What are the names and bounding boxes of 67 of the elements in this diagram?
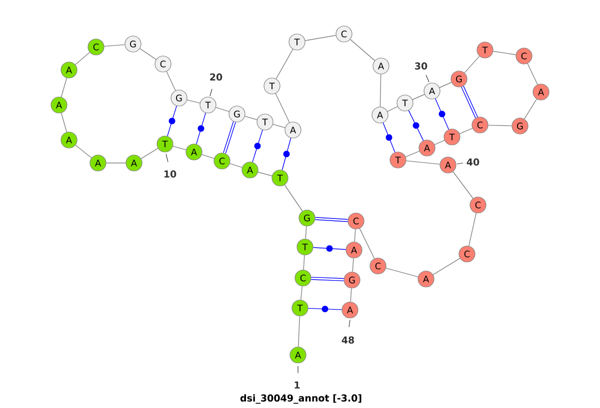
backbone-line [387, 106, 398, 112]
backbone-line [380, 74, 382, 108]
position-number: 20 [210, 73, 222, 81]
base-pair-line [312, 245, 346, 252]
backbone-line [275, 93, 290, 123]
base-pair-line [223, 121, 236, 154]
backbone-line [488, 124, 512, 126]
backbone-line [386, 268, 418, 278]
backbone-line [452, 171, 474, 199]
base-pair-line [196, 112, 206, 144]
backbone-line [258, 172, 272, 176]
backbone-line [216, 107, 230, 112]
backbone-line [527, 63, 538, 85]
backbone-line [202, 154, 214, 159]
backbone-line [459, 128, 473, 134]
base-pair-line [311, 276, 344, 282]
backbone-line [140, 148, 158, 159]
position-number: 1 [294, 382, 300, 388]
backbone-line [468, 212, 477, 246]
backbone-line [186, 100, 200, 104]
backbone-line [298, 316, 300, 348]
caption: dsi_30049_annot [-3.0] [240, 394, 362, 404]
backbone-line [60, 78, 68, 98]
backbone-line [304, 35, 336, 41]
backbone-line [60, 112, 68, 132]
base-pair-line [252, 130, 263, 162]
base-pair-line [408, 110, 424, 141]
base-pair-line [461, 86, 478, 118]
base-pair-line [308, 306, 342, 312]
backbone-line [272, 124, 286, 128]
backbone-line [140, 48, 156, 60]
backbone-line [276, 48, 294, 80]
backbone-line [172, 146, 186, 150]
backbone-line [412, 94, 425, 100]
backbone-line [350, 39, 376, 61]
backbone-line [74, 52, 90, 65]
backbone-line [350, 288, 352, 302]
backbone-line [524, 98, 537, 120]
backbone-line [104, 44, 126, 47]
base-pair-line [434, 98, 450, 130]
backbone-line [359, 228, 375, 259]
base-pair-line [282, 138, 292, 170]
backbone-line [284, 184, 303, 212]
backbone-line [305, 226, 307, 240]
position-number: 48 [342, 336, 354, 344]
position-number: 10 [164, 170, 176, 178]
backbone-line [434, 140, 445, 145]
base-pair-line [382, 122, 396, 153]
backbone-line [106, 162, 126, 164]
base-pair-line [315, 217, 348, 222]
backbone-line [166, 71, 176, 91]
backbone-line [75, 144, 92, 158]
backbone-line [464, 56, 480, 74]
backbone-line [354, 228, 356, 242]
backbone-line [300, 286, 303, 300]
base-pair-line [167, 106, 177, 136]
backbone-line [492, 50, 516, 56]
backbone-line [432, 258, 460, 276]
backbone-line [406, 160, 440, 165]
backbone-line [230, 163, 242, 168]
backbone-line [352, 258, 354, 272]
position-number: 30 [415, 62, 428, 70]
backbone-line [405, 150, 420, 158]
backbone-line [439, 82, 452, 88]
backbone-line [303, 254, 305, 270]
backbone-line [244, 116, 258, 120]
position-number: 40 [466, 158, 480, 166]
